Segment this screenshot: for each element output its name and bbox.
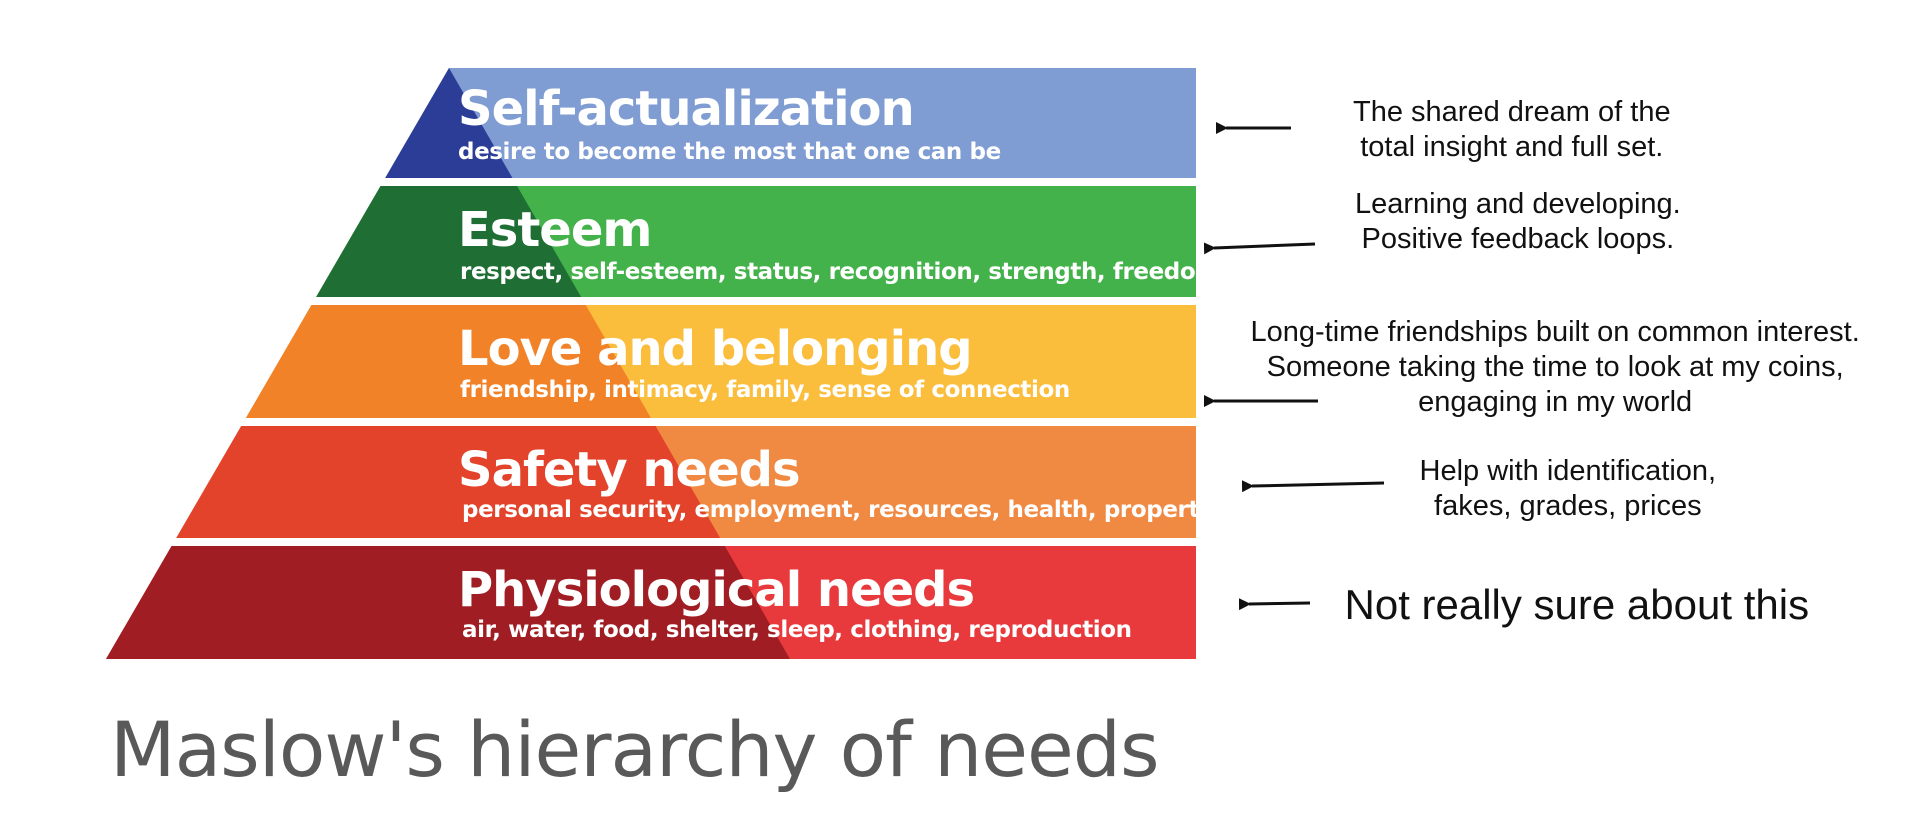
level-title: Esteem: [458, 202, 652, 258]
pyramid-band-light: [385, 68, 1196, 178]
level-description: respect, self-esteem, status, recognitio…: [460, 259, 1219, 285]
diagram-title: Maslow's hierarchy of needs: [110, 705, 1160, 794]
annotation-line: Positive feedback loops.: [1361, 223, 1675, 255]
pyramid-band-dark: [316, 186, 582, 297]
level-description: desire to become the most that one can b…: [458, 139, 1001, 165]
annotation-line: The shared dream of the: [1353, 96, 1671, 128]
annotation-line: fakes, grades, prices: [1434, 490, 1702, 522]
annotation-note: Not really sure about this: [1345, 580, 1810, 630]
level-description: air, water, food, shelter, sleep, clothi…: [462, 617, 1132, 643]
annotation-line: Someone taking the time to look at my co…: [1266, 351, 1844, 383]
level-description: personal security, employment, resources…: [462, 497, 1214, 523]
annotation-note: Learning and developing.Positive feedbac…: [1355, 187, 1681, 257]
pyramid-band-dark: [385, 68, 513, 178]
pyramid-band-dark: [176, 426, 721, 538]
annotation-line: engaging in my world: [1418, 386, 1693, 418]
level-title: Physiological needs: [458, 562, 975, 618]
annotation-line: Help with identification,: [1419, 455, 1717, 487]
annotation-line: Not really sure about this: [1344, 581, 1810, 628]
pyramid-band-dark: [245, 305, 651, 418]
annotation-line: Learning and developing.: [1355, 188, 1681, 220]
annotation-note: Help with identification,fakes, grades, …: [1420, 454, 1717, 524]
annotation-note: Long-time friendships built on common in…: [1251, 315, 1860, 420]
level-title: Safety needs: [458, 442, 801, 498]
pyramid-band-dark: [106, 546, 790, 659]
arrow-icon: [1241, 480, 1385, 493]
arrow-icon: [1238, 598, 1311, 611]
level-description: friendship, intimacy, family, sense of c…: [460, 377, 1070, 403]
annotation-line: Long-time friendships built on common in…: [1250, 316, 1860, 348]
arrow-icon: [1203, 242, 1316, 255]
level-title: Love and belonging: [458, 321, 973, 377]
annotation-line: total insight and full set.: [1360, 131, 1664, 163]
level-title: Self-actualization: [458, 81, 915, 137]
